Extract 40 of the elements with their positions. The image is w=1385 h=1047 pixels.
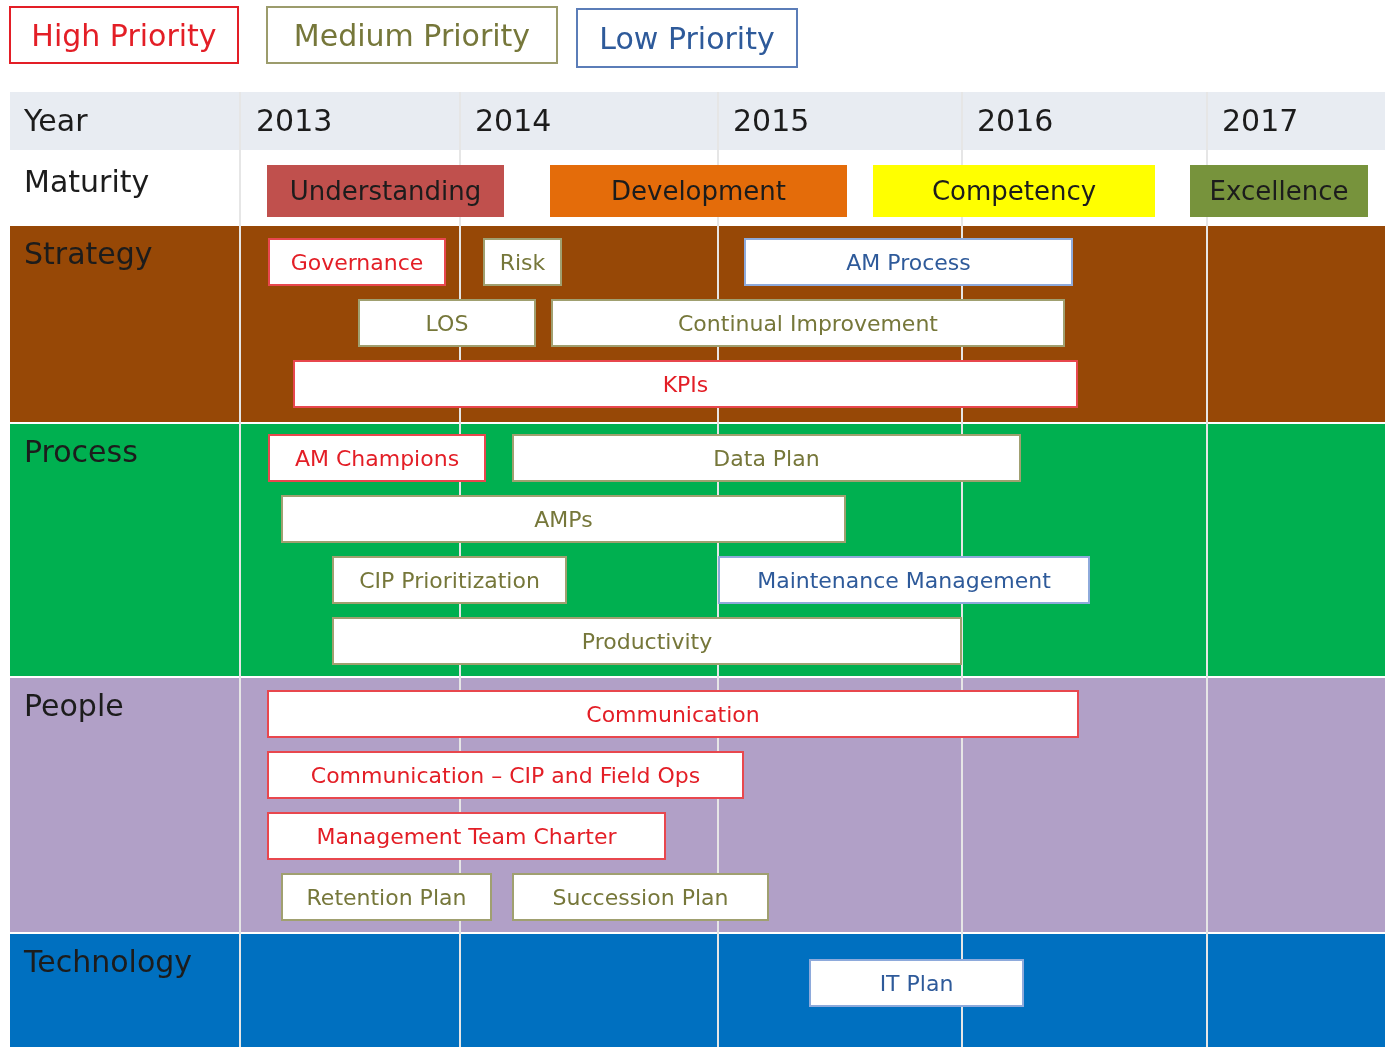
activity-bar: Retention Plan	[281, 873, 492, 921]
activity-bar: Risk	[483, 238, 562, 286]
lane-title: Process	[24, 434, 138, 469]
row-header: Year	[24, 103, 88, 138]
legend-item: High Priority	[9, 6, 239, 64]
activity-bar: LOS	[358, 299, 536, 347]
year-label: 2016	[977, 103, 1054, 138]
activity-bar: Communication	[267, 690, 1079, 738]
activity-bar: Communication – CIP and Field Ops	[267, 751, 744, 799]
maturity-stage-box: Development	[550, 165, 847, 217]
activity-bar: Management Team Charter	[267, 812, 666, 860]
year-label: 2014	[475, 103, 552, 138]
row-header: Maturity	[24, 164, 150, 199]
swimlane-band	[10, 678, 1385, 932]
year-label: 2015	[733, 103, 810, 138]
maturity-stage-box: Understanding	[267, 165, 504, 217]
legend-item: Medium Priority	[266, 6, 558, 64]
activity-bar: AMPs	[281, 495, 846, 543]
activity-bar: AM Champions	[268, 434, 486, 482]
year-label: 2013	[256, 103, 333, 138]
swimlane-band	[10, 424, 1385, 676]
activity-bar: Succession Plan	[512, 873, 769, 921]
activity-bar: Maintenance Management	[718, 556, 1090, 604]
lane-title: Technology	[24, 944, 193, 979]
swimlane-band	[10, 934, 1385, 1047]
activity-bar: AM Process	[744, 238, 1073, 286]
activity-bar: IT Plan	[809, 959, 1024, 1007]
swimlane-band	[10, 226, 1385, 422]
activity-bar: Continual Improvement	[551, 299, 1065, 347]
activity-bar: Data Plan	[512, 434, 1021, 482]
year-label: 2017	[1222, 103, 1299, 138]
maturity-stage-box: Excellence	[1190, 165, 1368, 217]
activity-bar: CIP Prioritization	[332, 556, 567, 604]
legend-item: Low Priority	[576, 8, 798, 68]
activity-bar: Productivity	[332, 617, 962, 665]
lane-title: People	[24, 688, 124, 723]
activity-bar: Governance	[268, 238, 446, 286]
lane-title: Strategy	[24, 236, 153, 271]
activity-bar: KPIs	[293, 360, 1078, 408]
maturity-stage-box: Competency	[873, 165, 1155, 217]
